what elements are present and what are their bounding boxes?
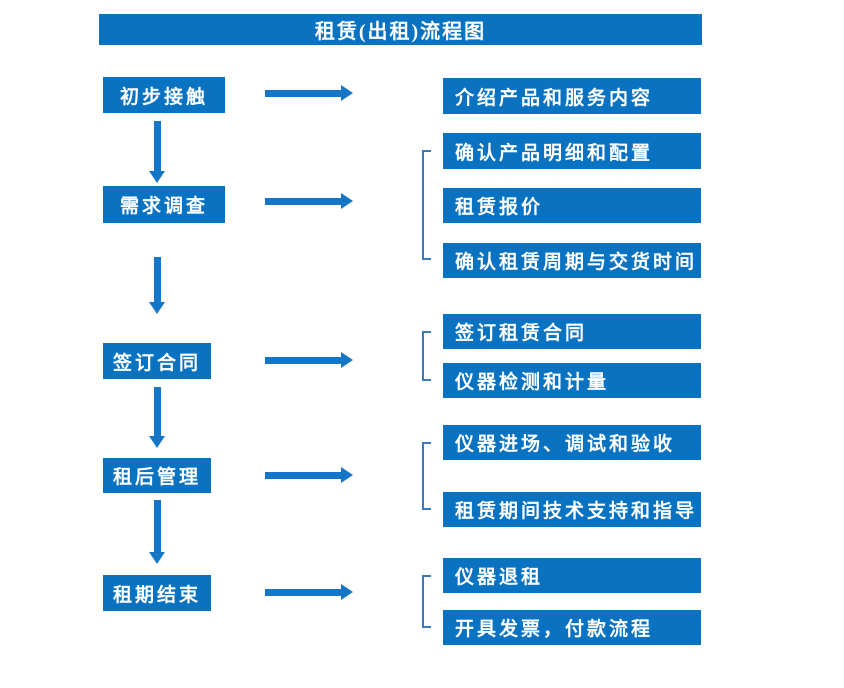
output-box-instrument-return: 仪器退租: [443, 558, 701, 593]
flowchart-title: 租赁(出租)流程图: [99, 14, 702, 45]
down-arrow-icon: [149, 121, 166, 183]
right-arrow-icon: [265, 352, 353, 369]
output-box-sign-rental-contract: 签订租赁合同: [443, 314, 701, 349]
output-box-rental-tech-support: 租赁期间技术支持和指导: [443, 492, 701, 527]
output-box-rental-quotation: 租赁报价: [443, 188, 701, 223]
right-arrow-icon: [265, 85, 353, 102]
stage-box-sign-contract: 签订合同: [103, 343, 211, 379]
output-box-instrument-testing-measurement: 仪器检测和计量: [443, 363, 701, 398]
output-box-instrument-arrival-commissioning: 仪器进场、调试和验收: [443, 425, 701, 460]
down-arrow-icon: [149, 387, 166, 448]
stage-box-lease-end: 租期结束: [103, 575, 211, 611]
output-box-confirm-rental-period-delivery: 确认租赁周期与交货时间: [443, 243, 701, 278]
bracket-connector: [422, 442, 431, 510]
output-box-confirm-product-details: 确认产品明细和配置: [443, 133, 701, 169]
right-arrow-icon: [265, 467, 353, 484]
right-arrow-icon: [265, 584, 353, 601]
output-box-invoicing-payment: 开具发票，付款流程: [443, 610, 701, 645]
stage-box-demand-survey: 需求调查: [103, 186, 225, 223]
down-arrow-icon: [149, 257, 166, 314]
right-arrow-icon: [265, 193, 353, 210]
stage-box-initial-contact: 初步接触: [103, 77, 225, 113]
output-box-introduce-products: 介绍产品和服务内容: [443, 78, 701, 114]
down-arrow-icon: [149, 500, 166, 564]
stage-box-post-rental-management: 租后管理: [103, 458, 211, 493]
bracket-connector: [422, 331, 431, 381]
bracket-connector: [422, 150, 431, 260]
bracket-connector: [422, 575, 431, 628]
